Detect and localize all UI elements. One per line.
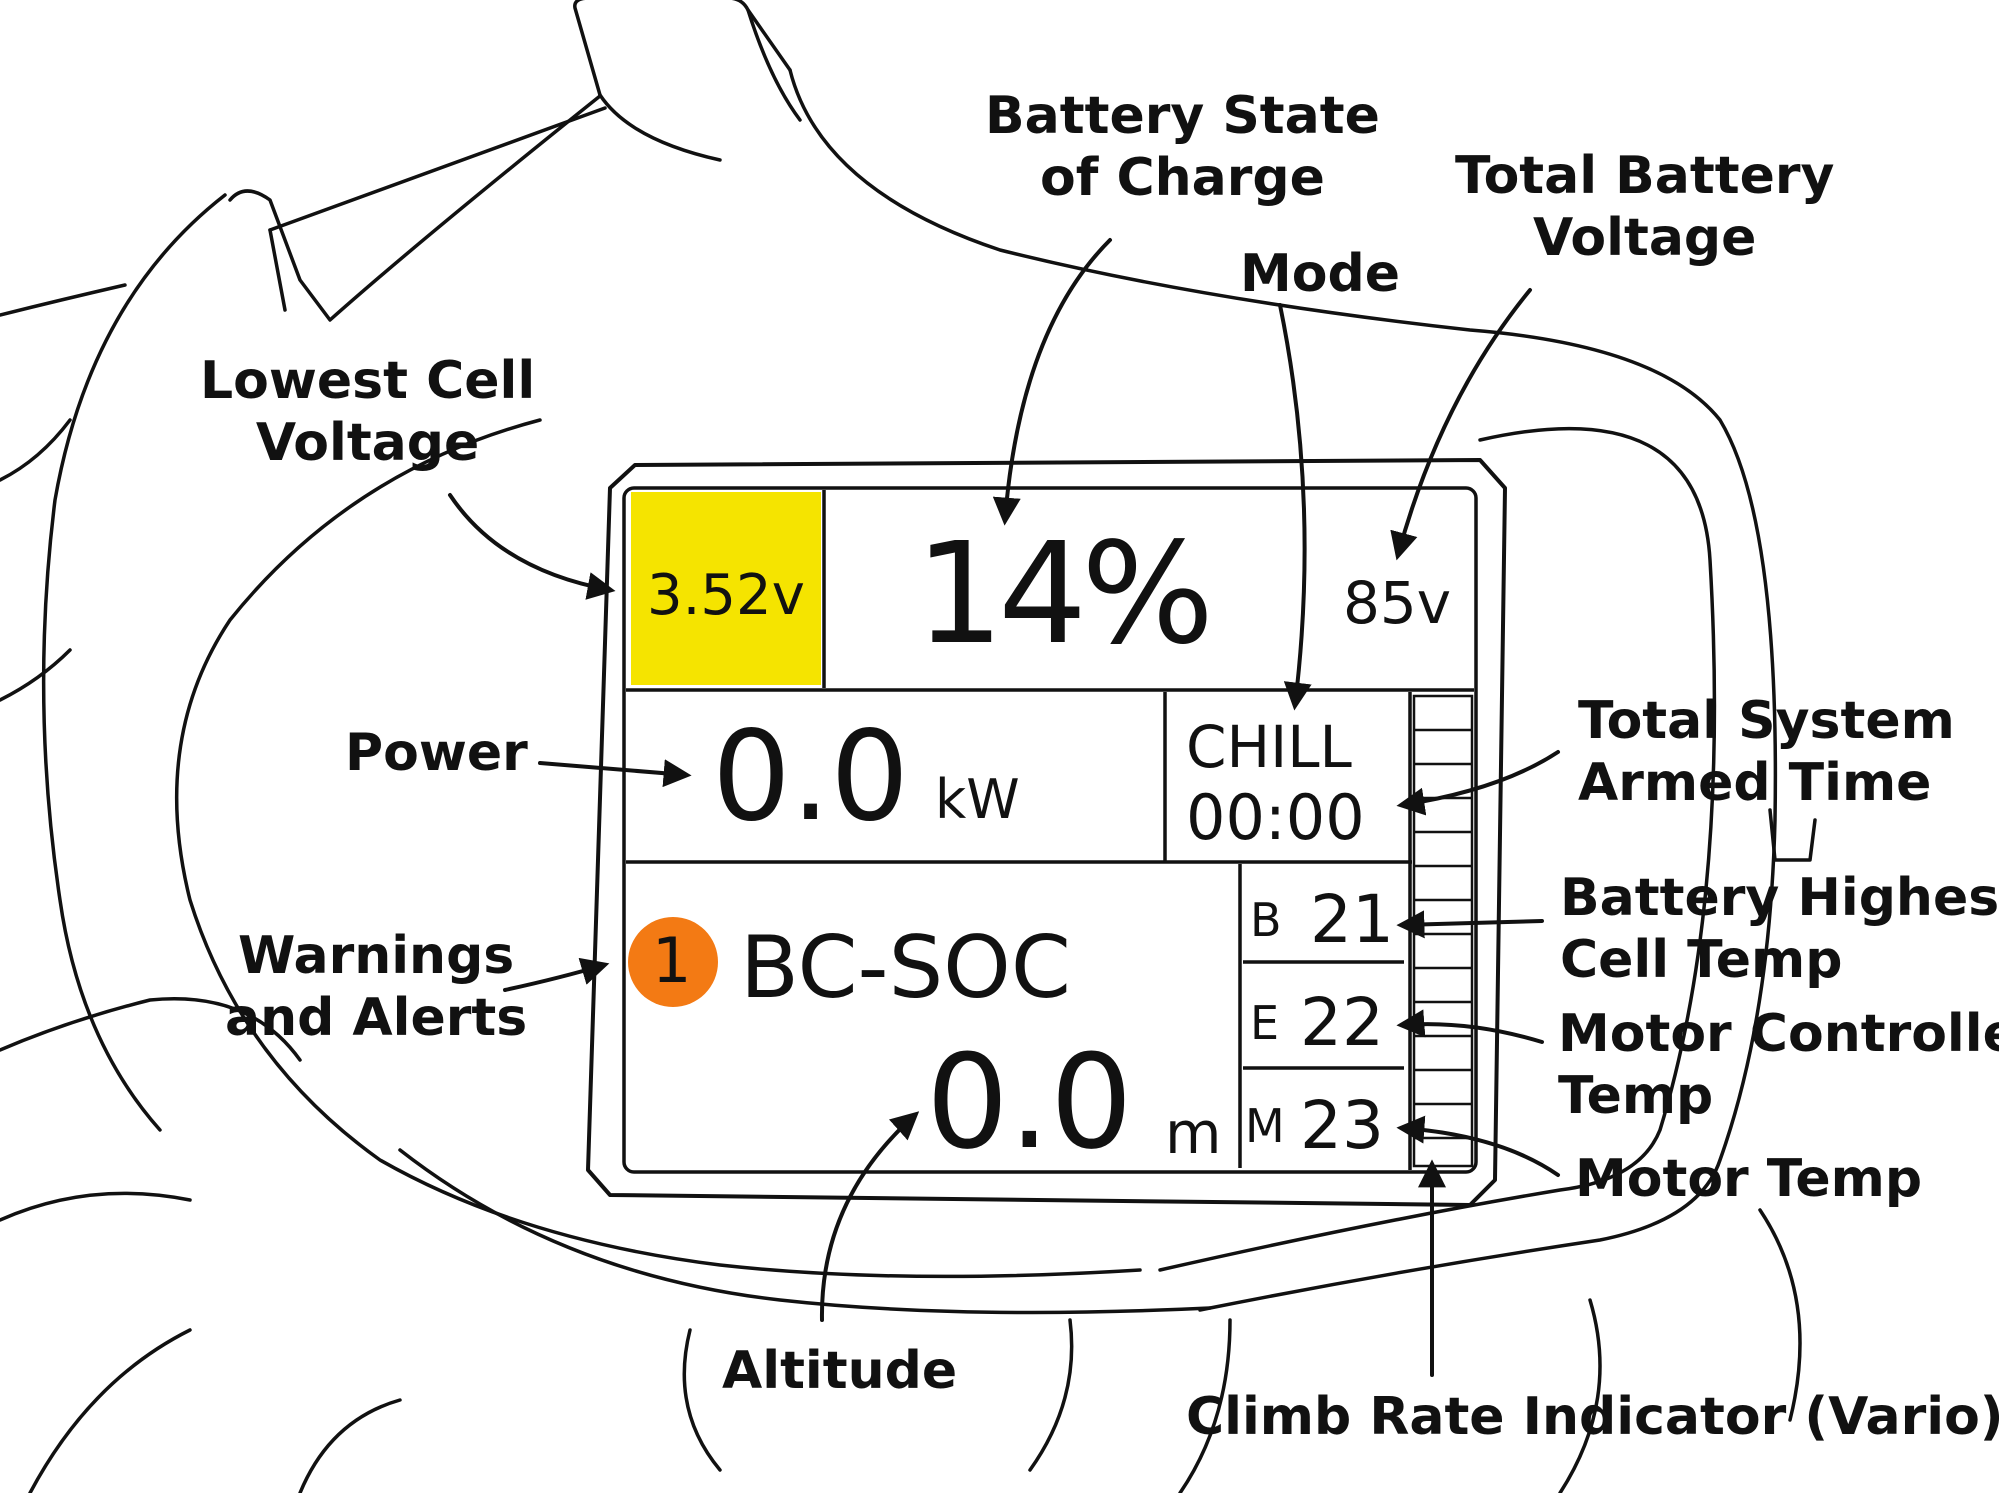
power-unit: kW — [935, 768, 1020, 831]
controller-outline — [0, 0, 1817, 1493]
power-value: 0.0 — [712, 705, 910, 849]
mode-arrow — [1278, 303, 1312, 711]
temp-battery-value: 21 — [1310, 881, 1394, 958]
lowest-cell-highlight — [631, 492, 821, 685]
soc-arrow — [992, 238, 1112, 526]
altitude-unit: m — [1165, 1099, 1222, 1167]
warnings-arrow — [503, 957, 610, 992]
total-voltage-arrow — [1390, 288, 1532, 561]
label-climb-rate-indicator: Climb Rate Indicator (Vario) — [1186, 1387, 1999, 1447]
lowest-cell-voltage-value: 3.52v — [647, 563, 805, 628]
temp-controller-letter: E — [1250, 996, 1280, 1050]
temp-controller-value: 22 — [1300, 984, 1384, 1061]
label-power: Power — [345, 723, 528, 783]
vario-bar — [1412, 694, 1474, 1168]
label-motor-temp: Motor Temp — [1575, 1149, 1923, 1209]
temp-motor-value: 23 — [1300, 1087, 1384, 1164]
label-mode: Mode — [1240, 244, 1400, 304]
mode-value: CHILL — [1186, 713, 1352, 781]
warning-count: 1 — [652, 924, 692, 997]
motor-temp-arrow — [1396, 1115, 1560, 1177]
armed-time-value: 00:00 — [1186, 781, 1365, 854]
altitude-arrow — [819, 1111, 920, 1322]
lowest-cell-arrow — [448, 493, 616, 600]
controller-temp-arrow — [1396, 1009, 1544, 1044]
armed-time-arrow — [1396, 750, 1560, 816]
warning-count-badge — [628, 917, 718, 1007]
soc-value: 14% — [915, 513, 1214, 676]
temp-battery-letter: B — [1250, 893, 1282, 947]
altitude-value: 0.0 — [926, 1026, 1133, 1178]
label-altitude: Altitude — [722, 1341, 958, 1401]
warning-text: BC-SOC — [740, 918, 1071, 1018]
display-frame — [586, 458, 1507, 1207]
total-voltage-value: 85v — [1343, 569, 1452, 637]
power-arrow — [538, 759, 692, 788]
battery-temp-arrow — [1396, 910, 1544, 939]
temp-motor-letter: M — [1245, 1099, 1285, 1153]
